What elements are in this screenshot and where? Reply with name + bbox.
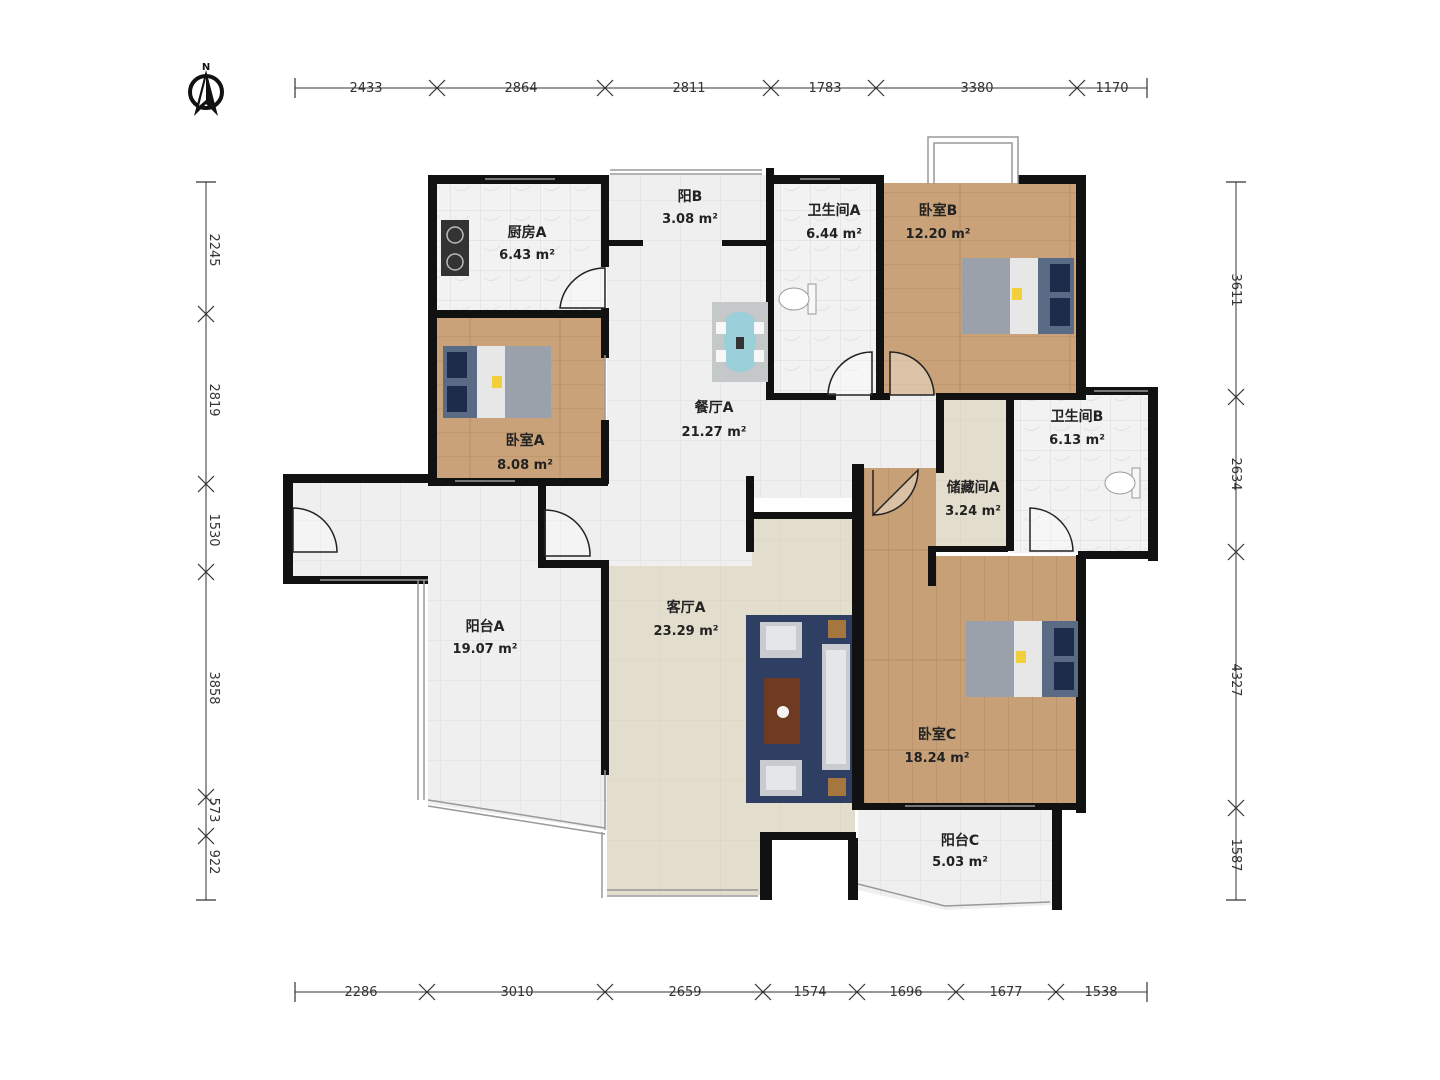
dimension-tick	[1068, 79, 1086, 97]
toilet-b-icon	[1104, 467, 1141, 499]
dimension-tick	[1047, 983, 1065, 1001]
room-name-balcony-b: 阳B	[678, 189, 703, 205]
room-area-balcony-b: 3.08 m²	[662, 212, 718, 227]
dimensions-top: 2433 2864 2811 1783 3380 1170	[349, 81, 1128, 96]
balcony-a-floor	[290, 482, 607, 830]
compass-label: N	[202, 62, 210, 73]
room-name-bedroom-b: 卧室B	[919, 202, 958, 219]
dim-top: 2433	[349, 81, 382, 96]
storage-floor	[936, 400, 1006, 548]
room-name-bedroom-a: 卧室A	[506, 432, 545, 449]
dimension-tick	[762, 79, 780, 97]
dim-top: 3380	[960, 81, 993, 96]
bath-b-door	[1029, 507, 1074, 552]
room-area-balcony-c: 5.03 m²	[932, 855, 988, 870]
dim-top: 1783	[808, 81, 841, 96]
dimension-tick	[596, 79, 614, 97]
dim-right: 2634	[1228, 457, 1243, 490]
dimension-tick	[197, 827, 215, 845]
dimension-tick	[596, 983, 614, 1001]
dim-bottom: 2286	[344, 985, 377, 1000]
room-name-dining-a: 餐厅A	[694, 399, 734, 416]
dimension-tick	[1227, 543, 1245, 561]
dim-bottom: 1677	[989, 985, 1022, 1000]
room-area-bath-b: 6.13 m²	[1049, 433, 1105, 448]
room-name-balcony-c: 阳台C	[941, 832, 979, 849]
dimensions-bottom: 2286 3010 2659 1574 1696 1677 1538	[344, 985, 1117, 1000]
dim-bottom: 1696	[889, 985, 922, 1000]
dim-top: 2864	[504, 81, 537, 96]
dimension-tick	[1227, 388, 1245, 406]
dim-left: 1530	[206, 513, 221, 546]
dim-left: 922	[206, 850, 221, 875]
bedroom-c-door	[872, 468, 919, 517]
dimension-ticks	[196, 78, 1246, 1002]
dimension-tick	[848, 983, 866, 1001]
bedroom-b-door	[889, 351, 935, 396]
room-area-dining-a: 21.27 m²	[682, 425, 747, 440]
dining-table-icon	[712, 302, 768, 382]
doors	[292, 267, 1074, 557]
compass-north-icon: N	[188, 62, 224, 116]
dining-door	[544, 509, 591, 557]
dim-bottom: 1574	[793, 985, 826, 1000]
dimension-tick	[418, 983, 436, 1001]
stove-icon	[441, 220, 469, 276]
balcony-a-door	[292, 507, 338, 553]
bed-c-icon	[966, 621, 1078, 697]
room-area-bath-a: 6.44 m²	[806, 227, 862, 242]
dimension-tick	[754, 983, 772, 1001]
bed-a-icon	[443, 346, 551, 418]
room-area-bedroom-a: 8.08 m²	[497, 458, 553, 473]
sofa-set-icon	[746, 615, 852, 803]
balcony-c-floor	[858, 810, 1055, 910]
room-area-kitchen-a: 6.43 m²	[499, 248, 555, 263]
kitchen-door	[559, 267, 606, 309]
room-name-bath-a: 卫生间A	[808, 202, 861, 219]
room-name-kitchen-a: 厨房A	[508, 224, 547, 241]
dim-bottom: 1538	[1084, 985, 1117, 1000]
dim-left: 573	[206, 798, 221, 823]
room-area-balcony-a: 19.07 m²	[453, 642, 518, 657]
dim-right: 4327	[1228, 663, 1243, 696]
dimension-tick	[197, 788, 215, 806]
dimension-tick	[428, 79, 446, 97]
dimension-tick	[197, 563, 215, 581]
dim-top: 2811	[672, 81, 705, 96]
dim-right: 1587	[1228, 838, 1243, 871]
room-name-balcony-a: 阳台A	[466, 618, 505, 635]
room-name-storage-a: 储藏间A	[946, 479, 1000, 496]
dim-left: 3858	[206, 671, 221, 704]
bed-b-icon	[962, 258, 1074, 334]
dimension-tick	[867, 79, 885, 97]
dim-bottom: 2659	[668, 985, 701, 1000]
dining-floor-2	[540, 484, 752, 566]
dimensions-right: 3611 2634 4327 1587	[1228, 273, 1243, 871]
dim-left: 2245	[206, 233, 221, 266]
dim-bottom: 3010	[500, 985, 533, 1000]
room-name-living-a: 客厅A	[666, 599, 706, 616]
toilet-a-icon	[778, 283, 817, 315]
room-area-living-a: 23.29 m²	[654, 624, 719, 639]
dimensions-left: 2245 2819 1530 3858 573 922	[206, 233, 221, 874]
dim-right: 3611	[1228, 273, 1243, 306]
dimension-tick	[197, 475, 215, 493]
bath-a-door	[827, 351, 873, 396]
room-labels: 厨房A 6.43 m² 阳B 3.08 m² 卫生间A 6.44 m² 卧室B …	[453, 189, 1105, 870]
room-area-bedroom-c: 18.24 m²	[905, 751, 970, 766]
dim-top: 1170	[1095, 81, 1128, 96]
balcony-b-floor	[607, 175, 767, 243]
room-name-bath-b: 卫生间B	[1051, 408, 1104, 425]
room-area-storage-a: 3.24 m²	[945, 504, 1001, 519]
dimension-tick	[1227, 799, 1245, 817]
dimension-tick	[197, 305, 215, 323]
dim-left: 2819	[206, 383, 221, 416]
dimension-tick	[947, 983, 965, 1001]
room-name-bedroom-c: 卧室C	[918, 726, 956, 743]
room-area-bedroom-b: 12.20 m²	[906, 227, 971, 242]
furniture	[441, 220, 1141, 803]
windows	[320, 136, 1148, 907]
